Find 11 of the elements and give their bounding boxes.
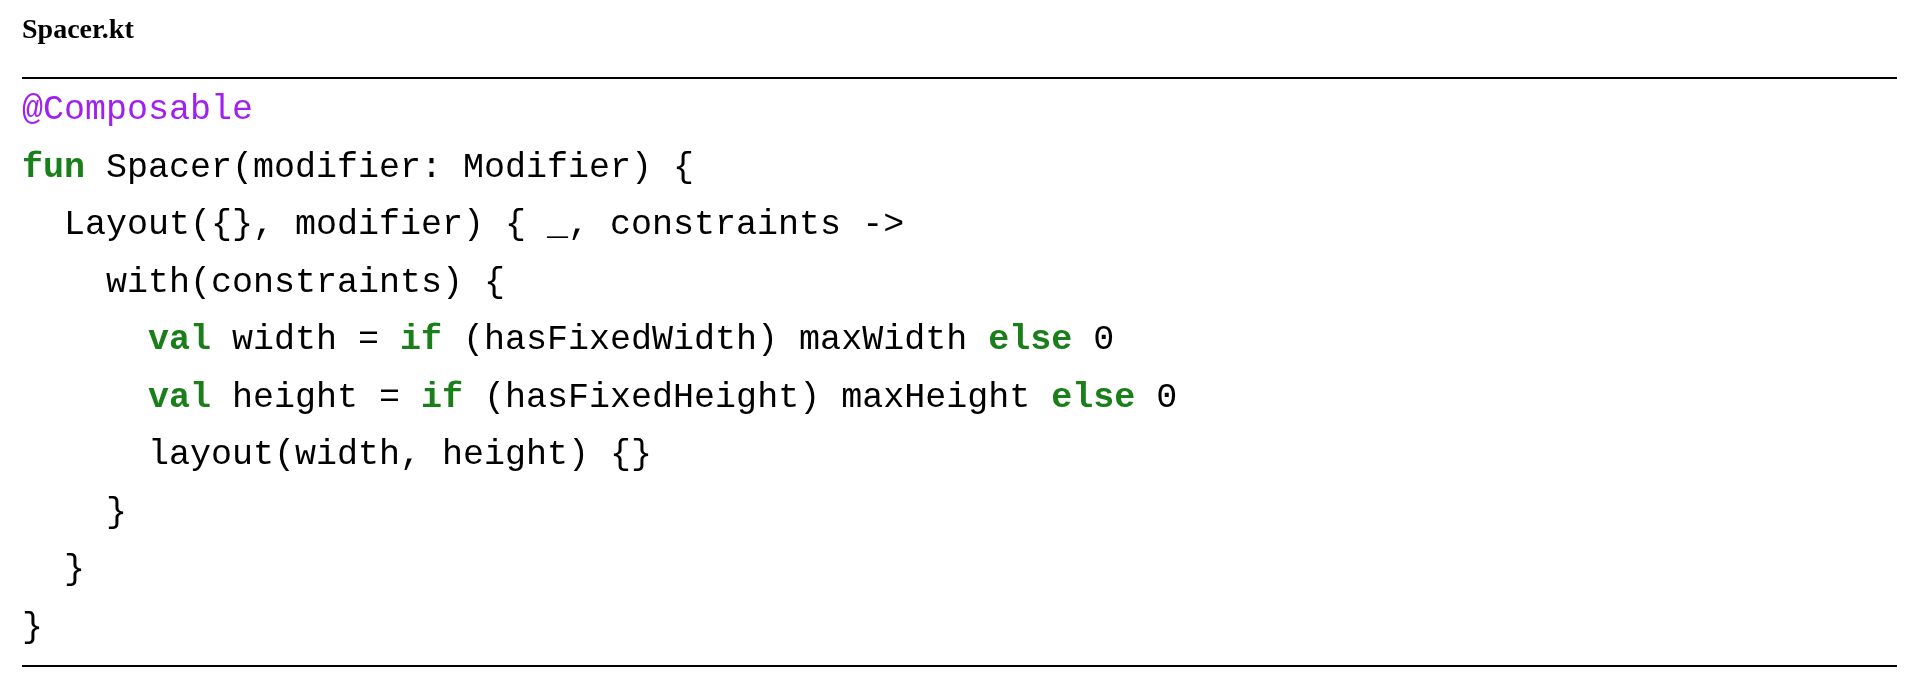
code-line: } xyxy=(106,491,128,535)
annotation-line: @Composable xyxy=(22,89,255,132)
code-line: layout(width, height) {} xyxy=(148,434,654,477)
code-line: fun Spacer(modifier: Modifier) { xyxy=(22,146,696,190)
code-line: with(constraints) { xyxy=(106,261,507,305)
code-line: val height = if (hasFixedHeight) maxHeight else 0 xyxy=(148,376,1178,420)
code-line: val width = if (hasFixedWidth) maxWidth else 0 xyxy=(148,319,1116,362)
code-line: } xyxy=(64,549,86,592)
code-line: Layout({}, modifier) { _, constraints -> xyxy=(64,204,906,247)
file-name-heading: Spacer.kt xyxy=(22,12,134,46)
code-line: } xyxy=(22,606,44,650)
